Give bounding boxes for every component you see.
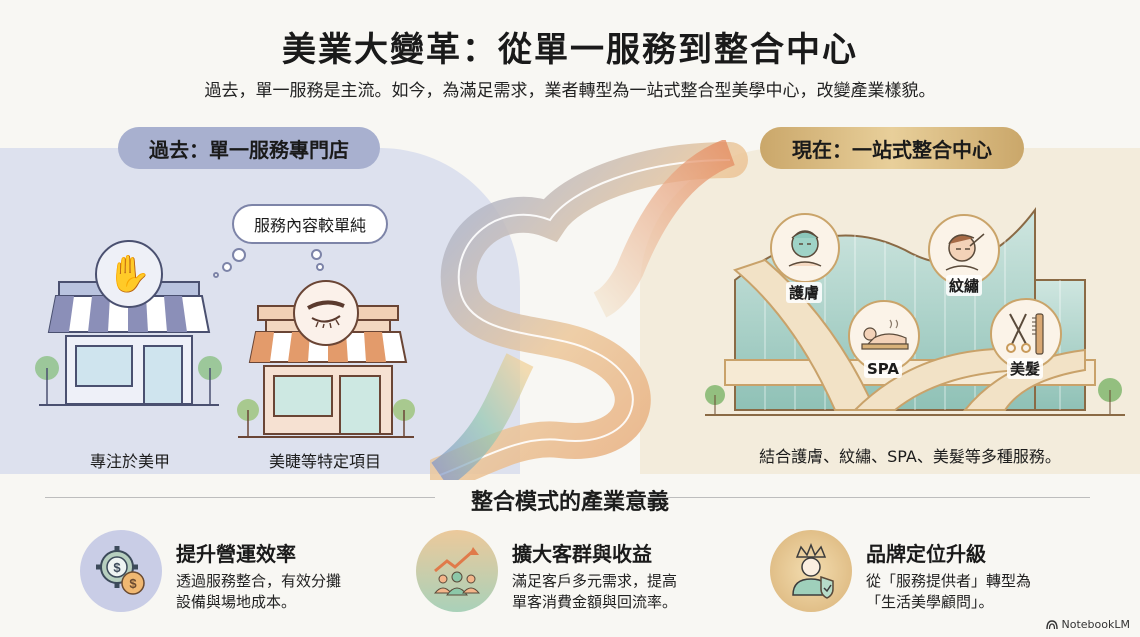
svg-text:$: $ [113, 560, 121, 575]
gear-coin-icon: $$ [96, 546, 145, 595]
benefit-card: 擴大客群與收益 滿足客戶多元需求，提高 單客消費金額與回流率。 [416, 530, 677, 613]
benefit-desc: 透過服務整合，有效分攤 設備與場地成本。 [176, 572, 342, 611]
benefit-icon-circle [770, 530, 852, 612]
section-divider [620, 497, 1090, 498]
skincare-label: 護膚 [786, 282, 823, 303]
scissors-comb-icon [1006, 313, 1044, 355]
spa-label: SPA [864, 360, 903, 378]
benefit-desc: 從「服務提供者」轉型為 「生活美學顧問」。 [866, 572, 1032, 611]
skincare-service-badge [770, 213, 840, 283]
hand-icon-badge: ✋ [95, 240, 163, 308]
brand-watermark: NotebookLM [1045, 618, 1130, 631]
section-title: 整合模式的產業意義 [470, 490, 669, 515]
nail-store-label: 專注於美甲 [89, 452, 170, 471]
benefit-title: 擴大客群與收益 [512, 542, 652, 566]
present-heading-pill: 現在：一站式整合中心 [760, 127, 1024, 169]
brow-tattoo-service-badge [928, 214, 1000, 286]
eyelash-icon-badge [293, 280, 359, 346]
bubble-dot [232, 248, 246, 262]
benefit-icon-circle: $$ [80, 530, 162, 612]
bubble-dot [222, 262, 232, 272]
transition-ribbon-icon [430, 140, 748, 480]
notebooklm-logo-icon [1045, 619, 1058, 629]
bubble-dot [213, 272, 219, 278]
page-title: 美業大變革：從單一服務到整合中心 [282, 30, 858, 70]
benefit-title: 品牌定位升級 [866, 542, 986, 566]
svg-text:$: $ [129, 576, 137, 591]
brow-tattoo-label: 紋繡 [946, 275, 983, 296]
spa-massage-icon [861, 319, 909, 350]
facial-mask-icon [788, 230, 822, 267]
hair-label: 美髮 [1007, 358, 1044, 379]
brand-label: NotebookLM [1061, 618, 1130, 631]
benefit-card: 品牌定位升級 從「服務提供者」轉型為 「生活美學顧問」。 [770, 530, 1031, 613]
brow-tattoo-icon [945, 233, 985, 271]
present-caption: 結合護膚、紋繡、SPA、美髮等多種服務。 [759, 447, 1061, 466]
benefit-icon-circle [416, 530, 498, 612]
section-divider [45, 497, 435, 498]
benefit-desc: 滿足客戶多元需求，提高 單客消費金額與回流率。 [512, 572, 678, 611]
page-subtitle: 過去，單一服務是主流。如今，為滿足需求，業者轉型為一站式整合型美學中心，改變產業… [204, 81, 936, 101]
past-heading-pill: 過去：單一服務專門店 [118, 127, 380, 169]
bubble-dot [311, 249, 322, 260]
crown-shield-person-icon [792, 543, 834, 599]
benefit-title: 提升營運效率 [176, 542, 296, 566]
thought-bubble: 服務內容較單純 [232, 204, 388, 244]
eyelash-icon [307, 300, 345, 328]
integrated-center-building-icon [705, 207, 1125, 416]
growth-chart-people-icon [433, 547, 481, 596]
lash-store-label: 美睫等特定項目 [268, 452, 381, 471]
benefit-card: $$ 提升營運效率 透過服務整合，有效分攤 設備與場地成本。 [80, 530, 341, 613]
bubble-dot [316, 263, 324, 271]
lash-salon-storefront-icon [237, 305, 415, 438]
